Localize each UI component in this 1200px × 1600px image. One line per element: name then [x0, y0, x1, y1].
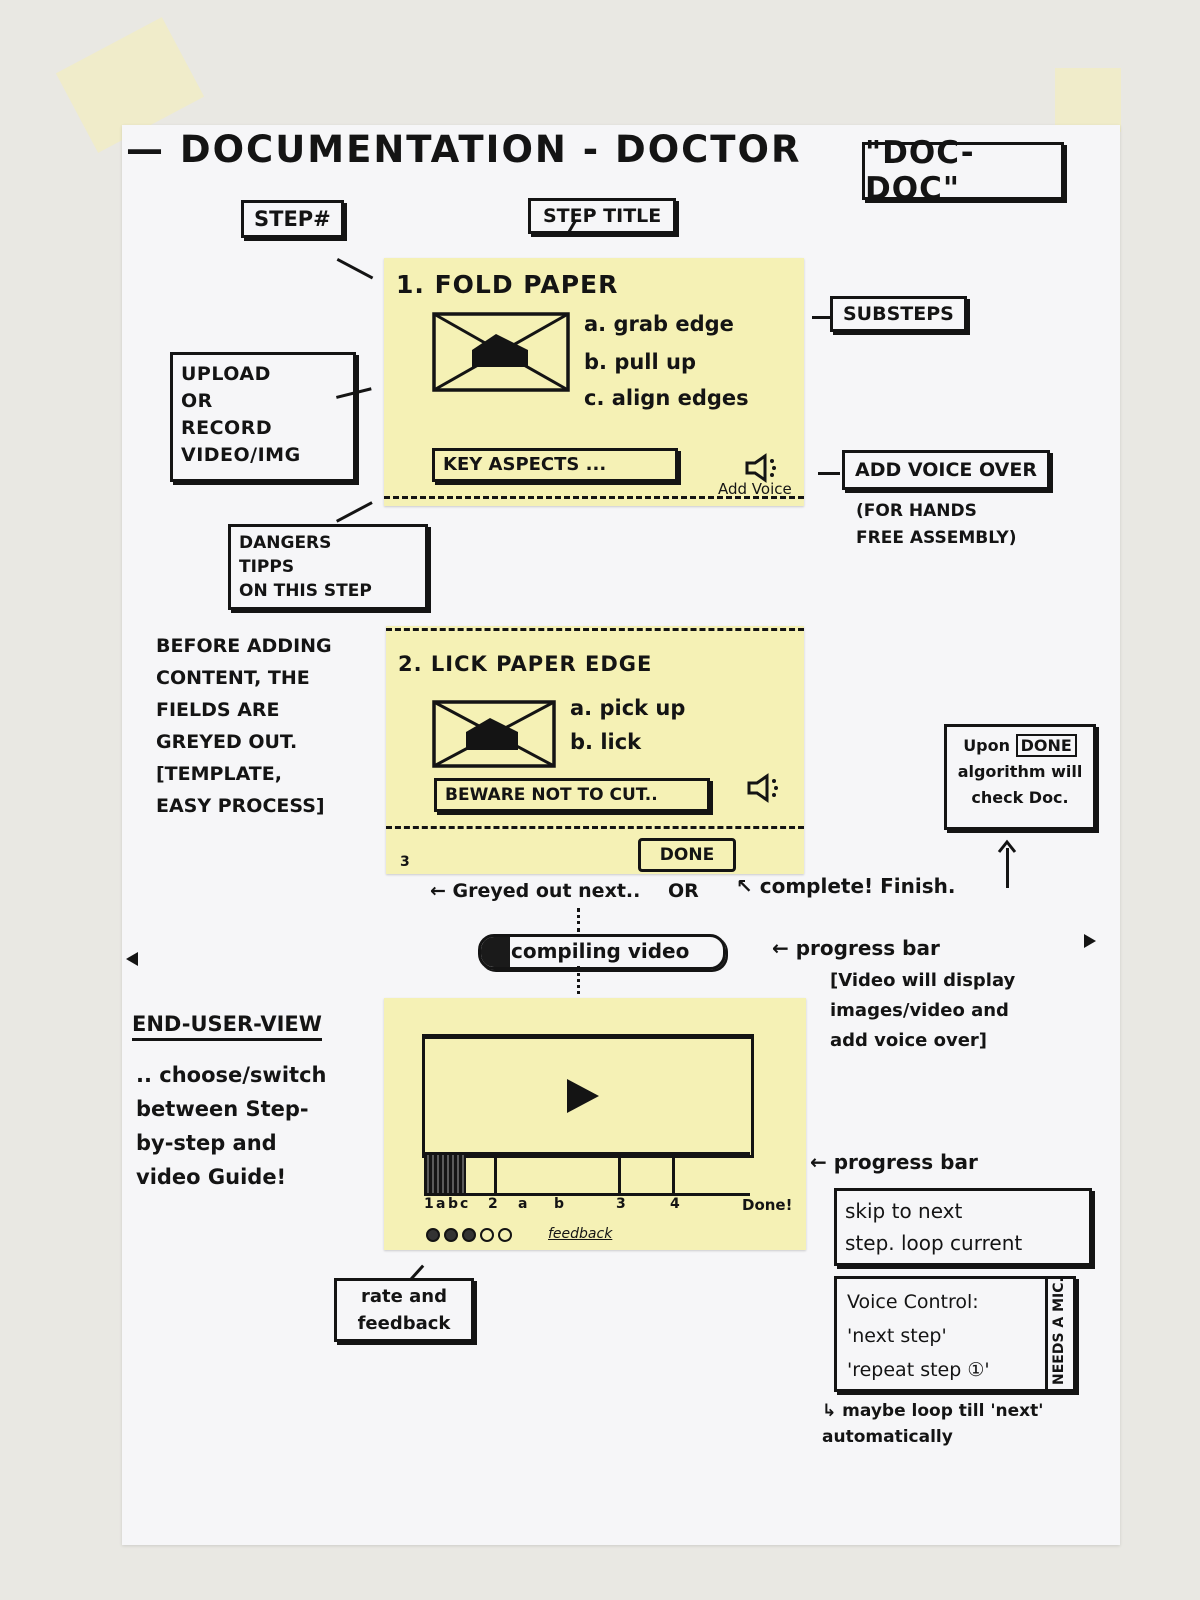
video-screen[interactable] — [422, 1034, 754, 1158]
step-1-title: 1. FOLD PAPER — [396, 270, 619, 299]
tick-label: b — [448, 1196, 459, 1212]
progress-bar-description: [Video will display images/video and add… — [830, 970, 1016, 1051]
connector-line — [812, 316, 832, 319]
step-1-substep-c: c. align edges — [584, 386, 749, 410]
house-icon — [472, 334, 528, 367]
hands-free-note: (FOR HANDS FREE ASSEMBLY) — [856, 501, 1017, 548]
tick-label: 4 — [670, 1196, 680, 1212]
voice-control-text: Voice Control: 'next step' 'repeat step … — [847, 1291, 990, 1381]
step-1-dashed-divider — [384, 496, 804, 499]
step-1-speaker-icon[interactable] — [744, 453, 784, 483]
step-2-warning-field[interactable]: BEWARE NOT TO CUT.. — [434, 778, 710, 812]
upon-rest: algorithm will check Doc. — [957, 762, 1083, 807]
compiling-video-bar: compiling video — [478, 934, 726, 970]
rate-feedback-label: rate and feedback — [334, 1278, 474, 1342]
arrow-up-icon — [997, 839, 1017, 853]
step-2-speaker-icon[interactable] — [746, 773, 786, 803]
step-1-substep-b: b. pull up — [584, 350, 696, 374]
greyed-out-note: BEFORE ADDING CONTENT, THE FIELDS ARE GR… — [156, 635, 332, 817]
upon-word: Upon — [963, 736, 1011, 755]
step-number-label: STEP# — [241, 200, 344, 238]
substeps-label: SUBSTEPS — [830, 296, 967, 332]
step-2-bottom-divider — [386, 826, 804, 829]
video-progress-bar[interactable] — [424, 1152, 750, 1196]
tick-label: b — [554, 1196, 565, 1212]
maybe-loop-note: ↳ maybe loop till 'next' automatically — [822, 1401, 1044, 1447]
left-marker-icon — [126, 952, 138, 966]
connector-line — [818, 472, 840, 475]
step-title-label: STEP TITLE — [528, 198, 677, 234]
step-1-key-aspects-field[interactable]: KEY ASPECTS ... — [432, 448, 678, 482]
or-label: OR — [668, 880, 699, 902]
step-1-card[interactable]: 1. FOLD PAPER a. grab edge b. pull up c.… — [384, 258, 804, 506]
step-marker — [672, 1155, 675, 1193]
rating-star-filled[interactable] — [462, 1228, 476, 1242]
complete-label: ↖ complete! Finish. — [736, 874, 956, 898]
step-1-media-placeholder[interactable] — [432, 312, 570, 392]
add-voice-over-label: ADD VOICE OVER — [842, 450, 1050, 490]
video-progress-fill — [424, 1155, 467, 1193]
rating-star-empty[interactable] — [498, 1228, 512, 1242]
progress-bar-label: ← progress bar — [772, 936, 940, 960]
tick-label: Done! — [742, 1196, 793, 1214]
greyed-next-label: ← Greyed out next.. — [430, 880, 641, 902]
tick-label: 1 — [424, 1196, 434, 1212]
skip-note: skip to next step. loop current — [834, 1188, 1092, 1266]
play-icon[interactable] — [565, 1077, 601, 1115]
poster-title: — DOCUMENTATION - DOCTOR — [126, 128, 802, 171]
voice-control-note: Voice Control: 'next step' 'repeat step … — [834, 1276, 1076, 1392]
end-user-view-label: END-USER-VIEW — [132, 1012, 322, 1041]
compiling-label: compiling video — [511, 939, 690, 963]
step-2-page-number: 3 — [400, 854, 410, 870]
step-2-title: 2. LICK PAPER EDGE — [398, 652, 653, 676]
tick-label: 2 — [488, 1196, 498, 1212]
upload-label: UPLOAD OR RECORD VIDEO/IMG — [170, 352, 356, 482]
rating-star-filled[interactable] — [444, 1228, 458, 1242]
right-marker-icon — [1084, 934, 1096, 948]
short-name: "DOC-DOC" — [865, 135, 975, 207]
step-2-card[interactable]: 2. LICK PAPER EDGE a. pick up b. lick BE… — [386, 626, 804, 874]
upon-done-badge: DONE — [1015, 734, 1077, 757]
step-1-add-voice: Add Voice — [718, 480, 792, 498]
upon-done-note: Upon DONE algorithm will check Doc. — [944, 724, 1096, 830]
short-name-box: "DOC-DOC" — [862, 135, 1064, 207]
step-1-substep-a: a. grab edge — [584, 312, 734, 336]
rating-star-filled[interactable] — [426, 1228, 440, 1242]
progress-bar-label-2: ← progress bar — [810, 1150, 978, 1174]
step-2-media-placeholder[interactable] — [432, 700, 556, 768]
tape-right — [1055, 68, 1121, 132]
house-icon — [466, 718, 518, 750]
feedback-link[interactable]: feedback — [548, 1226, 613, 1242]
rating-stars[interactable] — [426, 1228, 512, 1246]
dotted-connector — [577, 966, 580, 994]
step-2-substep-b: b. lick — [570, 730, 642, 754]
dangers-label: DANGERS TIPPS ON THIS STEP — [228, 524, 428, 610]
tick-label: a — [436, 1196, 446, 1212]
step-2-substep-a: a. pick up — [570, 696, 686, 720]
needs-mic-label: NEEDS A MIC. — [1051, 1277, 1067, 1385]
step-2-top-divider — [386, 628, 804, 631]
step-marker — [618, 1155, 621, 1193]
upon-arrow-line — [1006, 848, 1009, 888]
dotted-connector — [577, 908, 580, 932]
rating-star-empty[interactable] — [480, 1228, 494, 1242]
tick-label: 3 — [616, 1196, 626, 1212]
end-user-description: .. choose/switch between Step- by-step a… — [136, 1063, 327, 1189]
tick-label: a — [518, 1196, 528, 1212]
step-2-done-button[interactable]: DONE — [638, 838, 736, 872]
compiling-progress-fill — [481, 937, 511, 967]
step-marker — [494, 1155, 497, 1193]
tick-label: c — [460, 1196, 469, 1212]
mic-divider — [1045, 1279, 1048, 1389]
